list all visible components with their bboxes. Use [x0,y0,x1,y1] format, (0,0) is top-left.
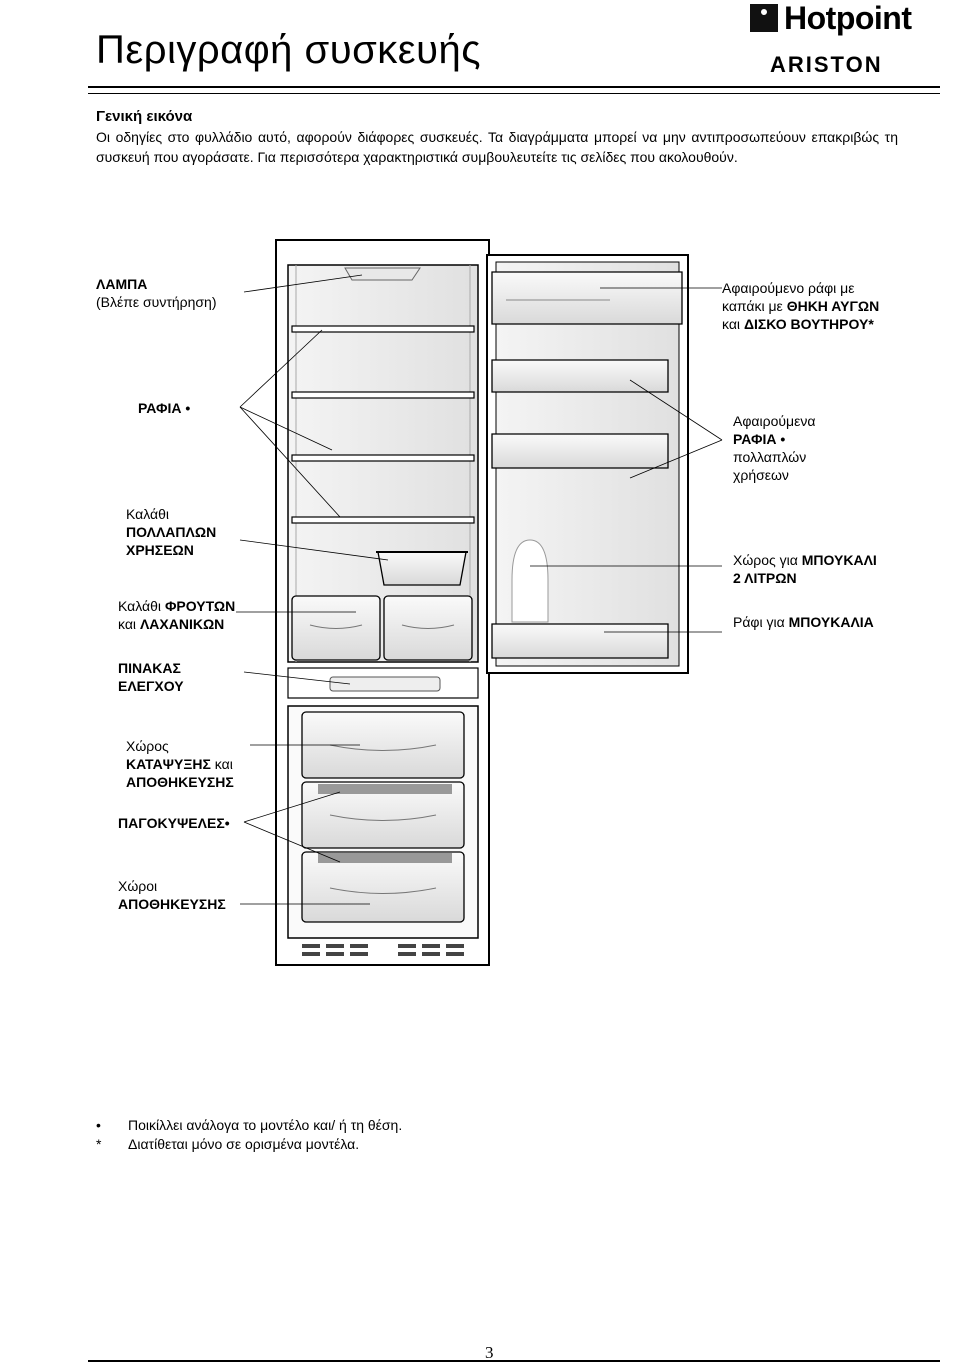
label-shelves: ΡΑΦΙΑ • [138,400,191,416]
brand-logo: Hotpoint ARISTON [750,2,940,78]
logo-subbrand: ARISTON [770,52,883,77]
leader-lines [236,274,723,905]
label-lamp: ΛΑΜΠΑ (Βλέπε συντήρηση) [96,276,217,310]
footnotes: • Ποικίλλει ανάλογα το μοντέλο και/ ή τη… [96,1116,402,1154]
vent-grille [302,944,464,956]
section-heading: Γενική εικόνα [96,108,193,125]
label-crisper: Καλάθι ΦΡΟΥΤΩΝ και ΛΑΧΑΝΙΚΩΝ [118,598,236,632]
shelves [291,325,475,524]
multi-use-basket [377,551,467,586]
label-control-panel: ΠΙΝΑΚΑΣ ΕΛΕΓΧΟΥ [118,660,184,694]
intro-paragraph: Οι οδηγίες στο φυλλάδιο αυτό, αφορούν δι… [96,129,898,165]
freezer-drawers [301,711,465,923]
label-door-racks: Αφαιρούμενα ΡΑΦΙΑ • πολλαπλών χρήσεων [733,413,816,483]
header-rule [88,86,940,94]
logo-brand: Hotpoint [784,0,912,36]
label-ice-trays: ΠΑΓΟΚΥΨΕΛΕΣ• [118,815,230,831]
label-bottle-shelf: Ράφι για ΜΠΟΥΚΑΛΙΑ [733,614,874,630]
footer-rule [88,1360,940,1362]
label-multi-use-basket: Καλάθι ΠΟΛΛΑΠΛΩΝ ΧΡΗΣΕΩΝ [126,506,217,558]
lamp [344,267,421,281]
page-number: 3 [485,1343,494,1362]
label-door-shelf: Αφαιρούμενο ράφι με καπάκι με ΘΗΚΗ ΑΥΓΩΝ… [722,280,880,332]
page-title: Περιγραφή συσκευής [96,28,482,72]
label-storage: Χώροι ΑΠΟΘΗΚΕΥΣΗΣ [118,878,226,912]
label-freezer: Χώρος ΚΑΤΑΨΥΞΗΣ και ΑΠΟΘΗΚΕΥΣΗΣ [126,738,234,790]
footnote: * Διατίθεται μόνο σε ορισμένα μοντέλα. [96,1136,360,1152]
footnote: • Ποικίλλει ανάλογα το μοντέλο και/ ή τη… [96,1117,403,1133]
bottle-space [511,539,549,623]
logo-mark-icon [750,4,778,32]
door-racks [491,271,683,659]
label-bottle-space: Χώρος για ΜΠΟΥΚΑΛΙ 2 ΛΙΤΡΩΝ [733,552,877,586]
control-panel [329,676,441,692]
